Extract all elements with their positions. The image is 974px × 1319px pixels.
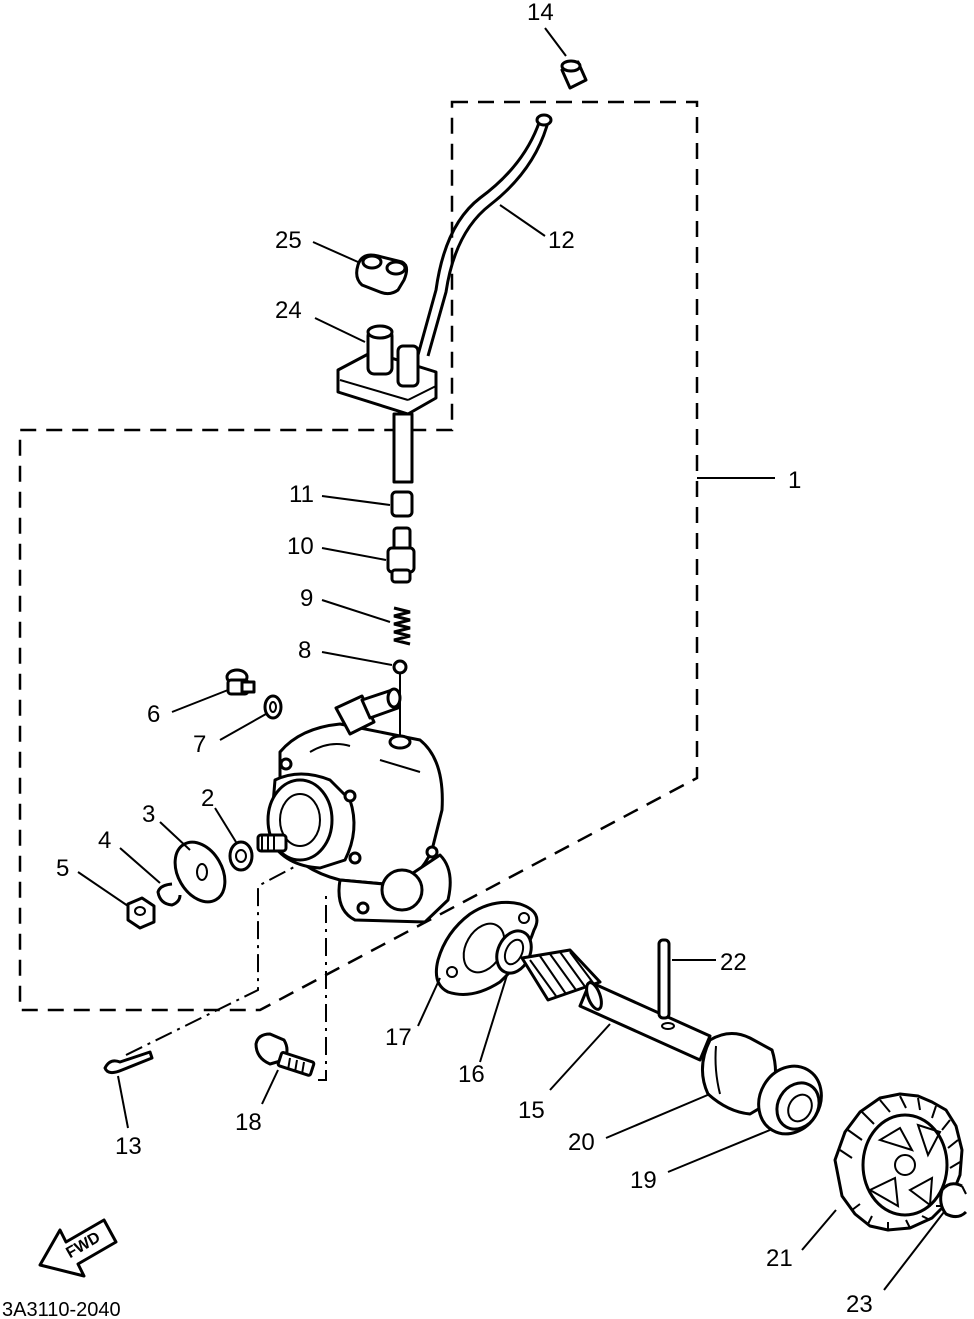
leader-13 — [117, 1075, 129, 1129]
part-7-washer — [263, 694, 283, 720]
callout-13: 13 — [115, 1133, 142, 1160]
leader-6 — [171, 689, 229, 713]
leader-2 — [214, 807, 237, 843]
part-25-hose-clip — [355, 253, 409, 296]
leader-20 — [605, 1093, 711, 1139]
leader-23 — [883, 1211, 945, 1291]
callout-2: 2 — [201, 785, 214, 812]
callout-20: 20 — [568, 1129, 595, 1156]
leader-13-path — [125, 865, 297, 1056]
leader-19 — [667, 1129, 771, 1173]
part-14-cap — [560, 59, 588, 90]
callout-25: 25 — [275, 227, 302, 254]
callout-19: 19 — [630, 1167, 657, 1194]
leader-12 — [499, 204, 546, 237]
part-9-spring — [393, 606, 411, 646]
leader-10 — [321, 547, 387, 561]
callout-18: 18 — [235, 1109, 262, 1136]
callout-15: 15 — [518, 1097, 545, 1124]
callout-8: 8 — [298, 637, 311, 664]
drawing-code: 3A3110-2040 — [2, 1299, 121, 1319]
leader-11 — [321, 495, 391, 506]
part-5-nut — [126, 896, 156, 930]
callout-6: 6 — [147, 701, 160, 728]
leader-21 — [801, 1209, 837, 1251]
leader-5 — [77, 871, 129, 907]
callout-4: 4 — [98, 827, 111, 854]
leader-16 — [479, 971, 509, 1063]
callout-22: 22 — [720, 949, 747, 976]
leader-15 — [549, 1023, 611, 1091]
leader-3 — [159, 821, 191, 851]
part-18-bolt — [254, 1032, 316, 1077]
callout-9: 9 — [300, 585, 313, 612]
callout-17: 17 — [385, 1024, 412, 1051]
callout-10: 10 — [287, 533, 314, 560]
part-13-pin — [103, 1050, 154, 1075]
callout-16: 16 — [458, 1061, 485, 1088]
callout-21: 21 — [766, 1245, 793, 1272]
callout-23: 23 — [846, 1291, 873, 1318]
callout-1: 1 — [788, 467, 801, 494]
part-23-circlip — [939, 1182, 968, 1219]
leader-17 — [417, 977, 441, 1027]
part-2-spacer — [228, 840, 254, 872]
callout-7: 7 — [193, 731, 206, 758]
fwd-arrow-icon — [38, 1218, 118, 1278]
part-19-bearing — [757, 1064, 823, 1136]
callout-24: 24 — [275, 297, 302, 324]
leader-8 — [321, 651, 393, 666]
part-pipe-lower — [392, 412, 414, 484]
leader-18-path — [318, 892, 327, 1081]
leader-4 — [119, 847, 161, 884]
leader-25 — [312, 241, 359, 263]
callout-3: 3 — [142, 801, 155, 828]
part-21-drive-gear — [833, 1092, 964, 1232]
part-12-delivery-pipe — [416, 119, 542, 356]
leader-14 — [544, 27, 567, 57]
callout-12: 12 — [548, 227, 575, 254]
part-24-pipe-holder — [336, 324, 438, 416]
assembly-boundary — [18, 100, 699, 1012]
part-17-gasket — [434, 900, 539, 996]
part-20-bush — [701, 1032, 777, 1116]
part-10-check-valve — [386, 526, 416, 584]
callout-14: 14 — [527, 0, 554, 26]
callout-11: 11 — [289, 481, 314, 508]
part-22-dowel-pin — [657, 938, 671, 1020]
leader-9 — [321, 599, 391, 623]
leader-24 — [314, 317, 366, 343]
part-4-circlip — [156, 882, 182, 907]
leader-18 — [261, 1069, 279, 1105]
part-6-screw — [225, 668, 256, 696]
pump-shaft-stub — [256, 833, 288, 853]
callout-5: 5 — [56, 855, 69, 882]
part-11-sleeve — [390, 490, 414, 518]
part-8-check-ball — [392, 659, 408, 675]
pump-body — [266, 687, 452, 924]
part-15-drive-shaft — [520, 948, 712, 1062]
leader-7 — [219, 713, 267, 741]
